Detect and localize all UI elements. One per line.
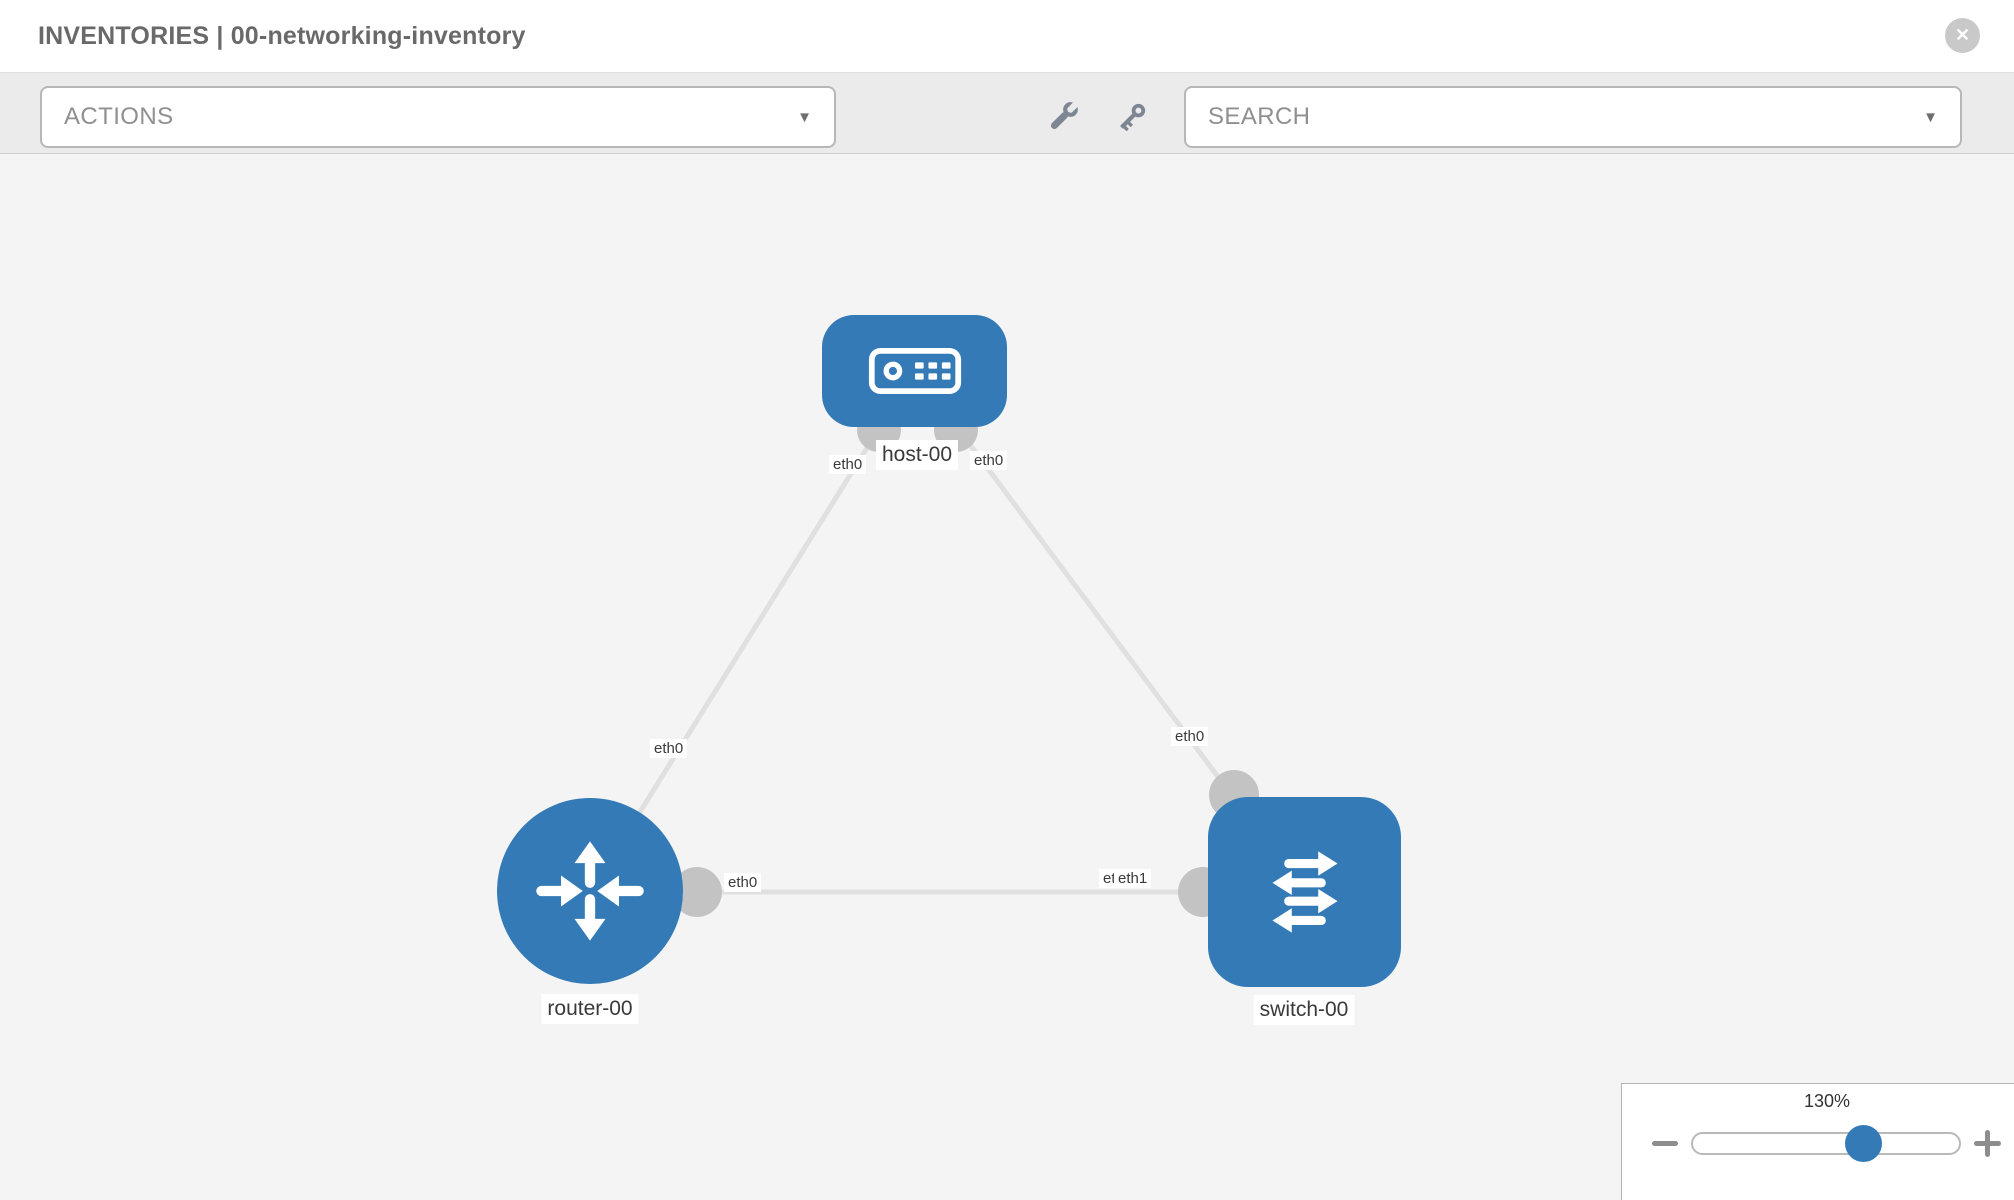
host-icon — [868, 347, 961, 395]
interface-label-switch-eth1-router-side: eth1 — [1114, 869, 1152, 888]
actions-dropdown-label: ACTIONS — [64, 103, 174, 130]
zoom-control-panel: 130% — [1621, 1083, 2014, 1200]
header: INVENTORIES | 00-networking-inventory ✕ — [0, 0, 2014, 72]
node-router-00[interactable] — [497, 798, 683, 984]
actions-dropdown[interactable]: ACTIONS ▼ — [40, 86, 836, 148]
zoom-in-plus-icon[interactable] — [1974, 1130, 2001, 1157]
interface-label-router-eth0-host-side: eth0 — [650, 739, 688, 758]
switch-icon — [1271, 851, 1338, 933]
zoom-slider-track[interactable] — [1691, 1132, 1961, 1155]
node-label-router-00: router-00 — [541, 994, 639, 1024]
interface-label-switch-eth0-host-side: eth0 — [1171, 727, 1209, 746]
node-label-host-00: host-00 — [875, 440, 959, 470]
caret-down-icon: ▼ — [1923, 108, 1938, 126]
router-icon — [536, 841, 644, 941]
wrench-icon[interactable] — [1040, 94, 1086, 140]
connector-router-to-switch — [672, 867, 722, 917]
search-dropdown[interactable]: SEARCH ▼ — [1184, 86, 1962, 148]
interface-label-host-eth0-router-side: eth0 — [829, 455, 867, 474]
zoom-level-value: 130% — [1803, 1091, 1851, 1111]
interface-label-router-eth0-switch-side: eth0 — [724, 873, 762, 892]
search-dropdown-label: SEARCH — [1208, 103, 1311, 130]
page-title: INVENTORIES | 00-networking-inventory — [38, 22, 526, 50]
toolbar: ACTIONS ▼ SEARCH ▼ — [0, 72, 2014, 154]
key-icon[interactable] — [1110, 97, 1152, 139]
zoom-slider-thumb[interactable] — [1845, 1125, 1882, 1162]
node-label-switch-00: switch-00 — [1253, 995, 1355, 1025]
zoom-out-minus-icon[interactable] — [1652, 1141, 1678, 1146]
interface-label-host-eth0-switch-side: eth0 — [970, 451, 1008, 470]
node-switch-00[interactable] — [1208, 797, 1401, 987]
caret-down-icon: ▼ — [797, 108, 812, 126]
node-host-00[interactable] — [822, 315, 1007, 427]
close-icon[interactable]: ✕ — [1945, 18, 1980, 53]
topology-canvas[interactable] — [0, 154, 2014, 1200]
